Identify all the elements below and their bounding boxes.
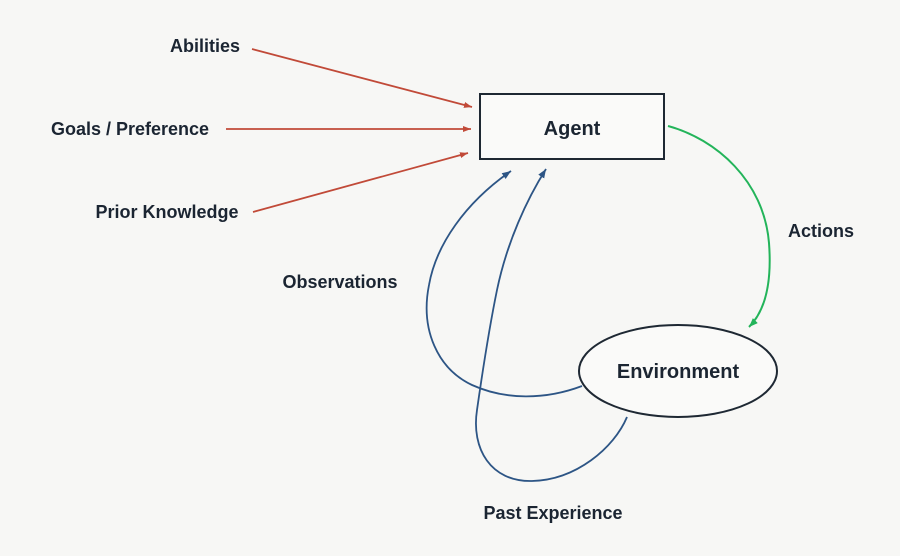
environment-node <box>578 324 778 418</box>
past-experience-label: Past Experience <box>483 503 622 523</box>
goals-preference-label: Goals / Preference <box>51 119 209 139</box>
observations-arrow <box>425 170 583 398</box>
actions-arrow <box>667 125 771 328</box>
prior-knowledge-label: Prior Knowledge <box>95 202 238 222</box>
abilities-arrow <box>251 48 473 108</box>
agent-node <box>479 93 665 160</box>
environment-node-label: Environment <box>617 361 740 383</box>
prior-knowledge-arrow <box>252 152 469 213</box>
agent-node-label: Agent <box>544 118 601 140</box>
observations-label: Observations <box>282 272 397 292</box>
abilities-label: Abilities <box>170 36 240 56</box>
actions-label: Actions <box>788 221 854 241</box>
past-experience-arrow <box>475 168 628 482</box>
